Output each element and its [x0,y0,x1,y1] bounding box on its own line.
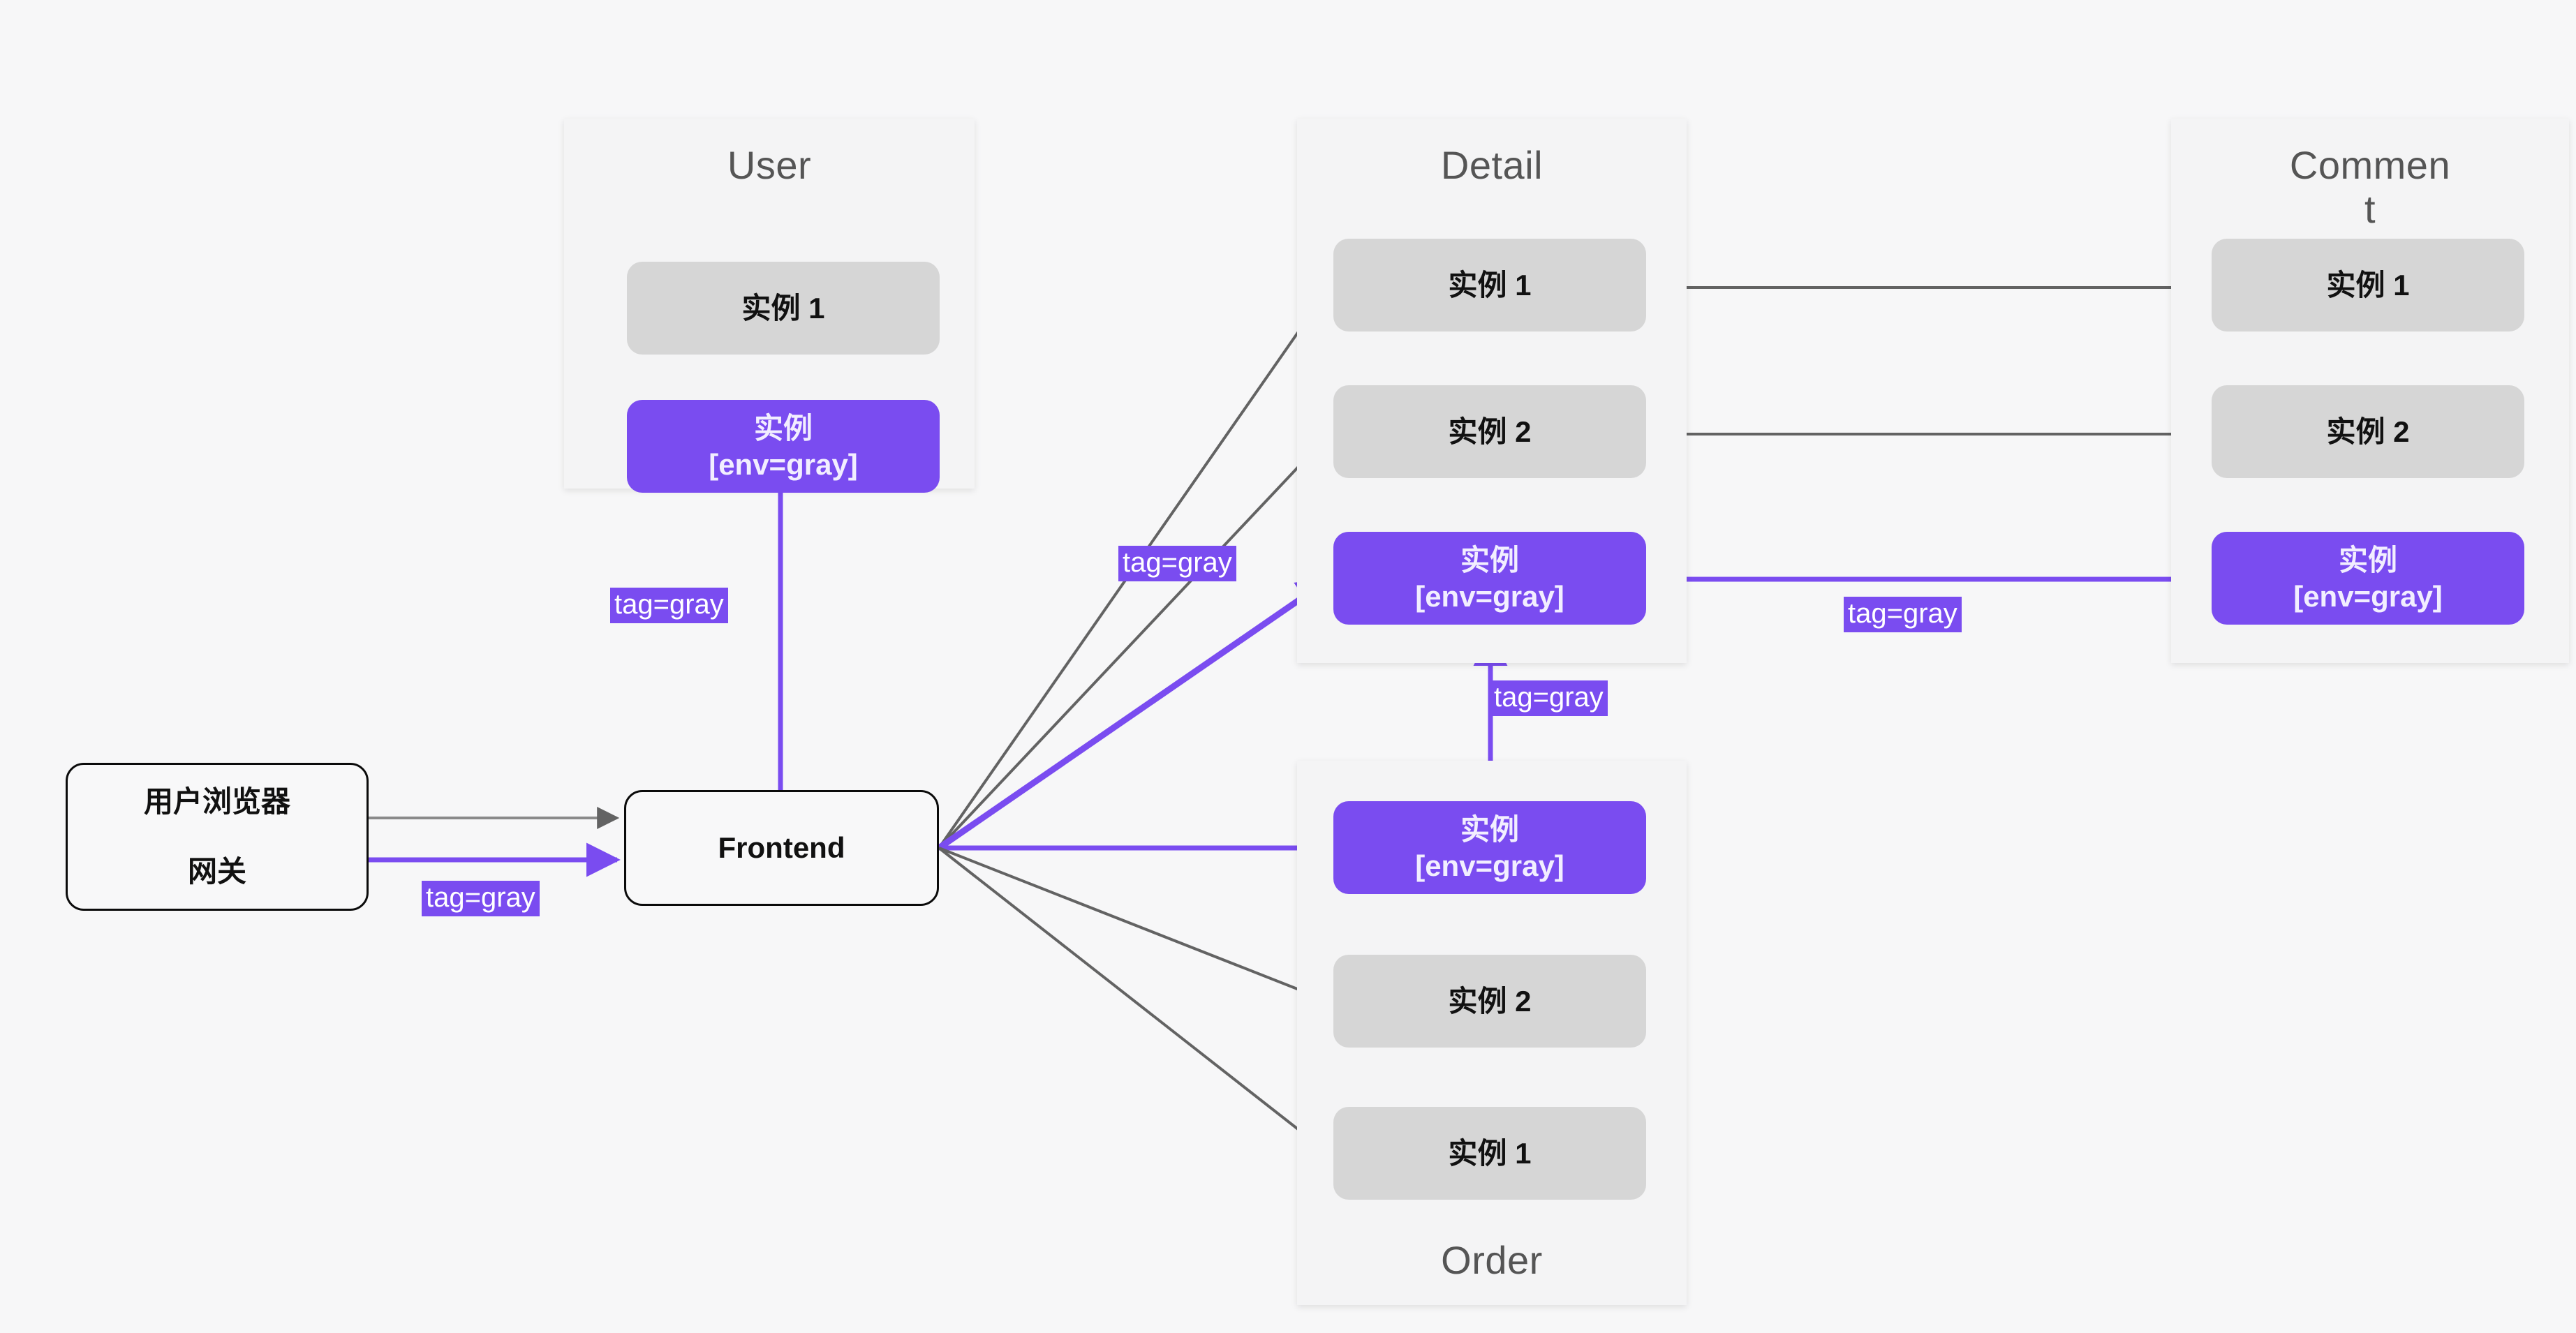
group-user[interactable]: User 实例 1 实例 [env=gray] [564,119,975,493]
group-order-instance-2[interactable]: 实例 2 [1333,955,1646,1048]
edge-frontend-to-order-1 [938,847,1331,1155]
instance-label: 实例 [2338,544,2397,577]
group-comment-title-line1: Commen [2289,143,2451,187]
instance-label: 实例 [753,412,813,445]
group-order-instance-gray[interactable]: 实例 [env=gray] [1333,801,1646,894]
instance-label: 实例 2 [2326,415,2410,448]
instance-label-env: [env=gray] [709,447,858,481]
edge-label-frontend-user-gray: tag=gray [610,588,728,623]
group-order-instance-1[interactable]: 实例 1 [1333,1107,1646,1200]
group-detail-instance-2[interactable]: 实例 2 [1333,385,1646,478]
instance-label-env: [env=gray] [1415,849,1564,882]
instance-label: 实例 1 [1448,1136,1532,1170]
instance-label: 实例 1 [2326,268,2410,301]
group-detail[interactable]: Detail 实例 1 实例 2 实例 [env=gray] [1297,119,1687,663]
group-detail-title: Detail [1440,143,1544,187]
group-comment-instance-gray[interactable]: 实例 [env=gray] [2212,532,2524,625]
group-detail-instance-1[interactable]: 实例 1 [1333,239,1646,332]
edge-label-order-detail-gray: tag=gray [1490,680,1608,716]
group-comment-title: Commen t [2223,143,2517,231]
node-frontend[interactable]: Frontend [624,790,939,906]
instance-label-env: [env=gray] [2293,579,2443,613]
edge-frontend-to-order-2 [938,847,1331,1005]
group-comment-title-line2: t [2364,186,2376,231]
group-detail-instance-gray[interactable]: 实例 [env=gray] [1333,532,1646,625]
instance-label: 实例 1 [1448,268,1532,301]
instance-label-env: [env=gray] [1415,579,1564,613]
group-comment-instance-1[interactable]: 实例 1 [2212,239,2524,332]
node-line-browser: 用户浏览器 [143,785,290,818]
group-user-title: User [727,143,812,187]
edge-label-detail-comment-gray: tag=gray [1844,597,1962,632]
group-comment[interactable]: Commen t 实例 1 实例 2 实例 [env=gray] [2171,119,2569,663]
edge-frontend-to-detail-2 [938,432,1331,849]
group-order[interactable]: Order 实例 [env=gray] 实例 2 实例 1 [1297,761,1687,1305]
edge-label-frontend-detail-gray: tag=gray [1118,546,1236,581]
edge-frontend-to-detail-gray [937,576,1333,851]
node-label-frontend: Frontend [718,831,845,864]
instance-label: 实例 [1460,813,1519,847]
group-user-instance-gray[interactable]: 实例 [env=gray] [627,400,940,493]
instance-label: 实例 1 [741,291,825,325]
instance-label: 实例 2 [1448,984,1532,1018]
edge-label-browser-frontend: tag=gray [422,881,540,916]
node-line-gateway: 网关 [187,855,246,888]
instance-label: 实例 2 [1448,415,1532,448]
node-user-browser-gateway[interactable]: 用户浏览器 网关 [66,763,369,911]
group-user-instance-1[interactable]: 实例 1 [627,262,940,355]
group-order-title: Order [1441,1238,1543,1283]
instance-label: 实例 [1460,544,1519,577]
group-comment-instance-2[interactable]: 实例 2 [2212,385,2524,478]
